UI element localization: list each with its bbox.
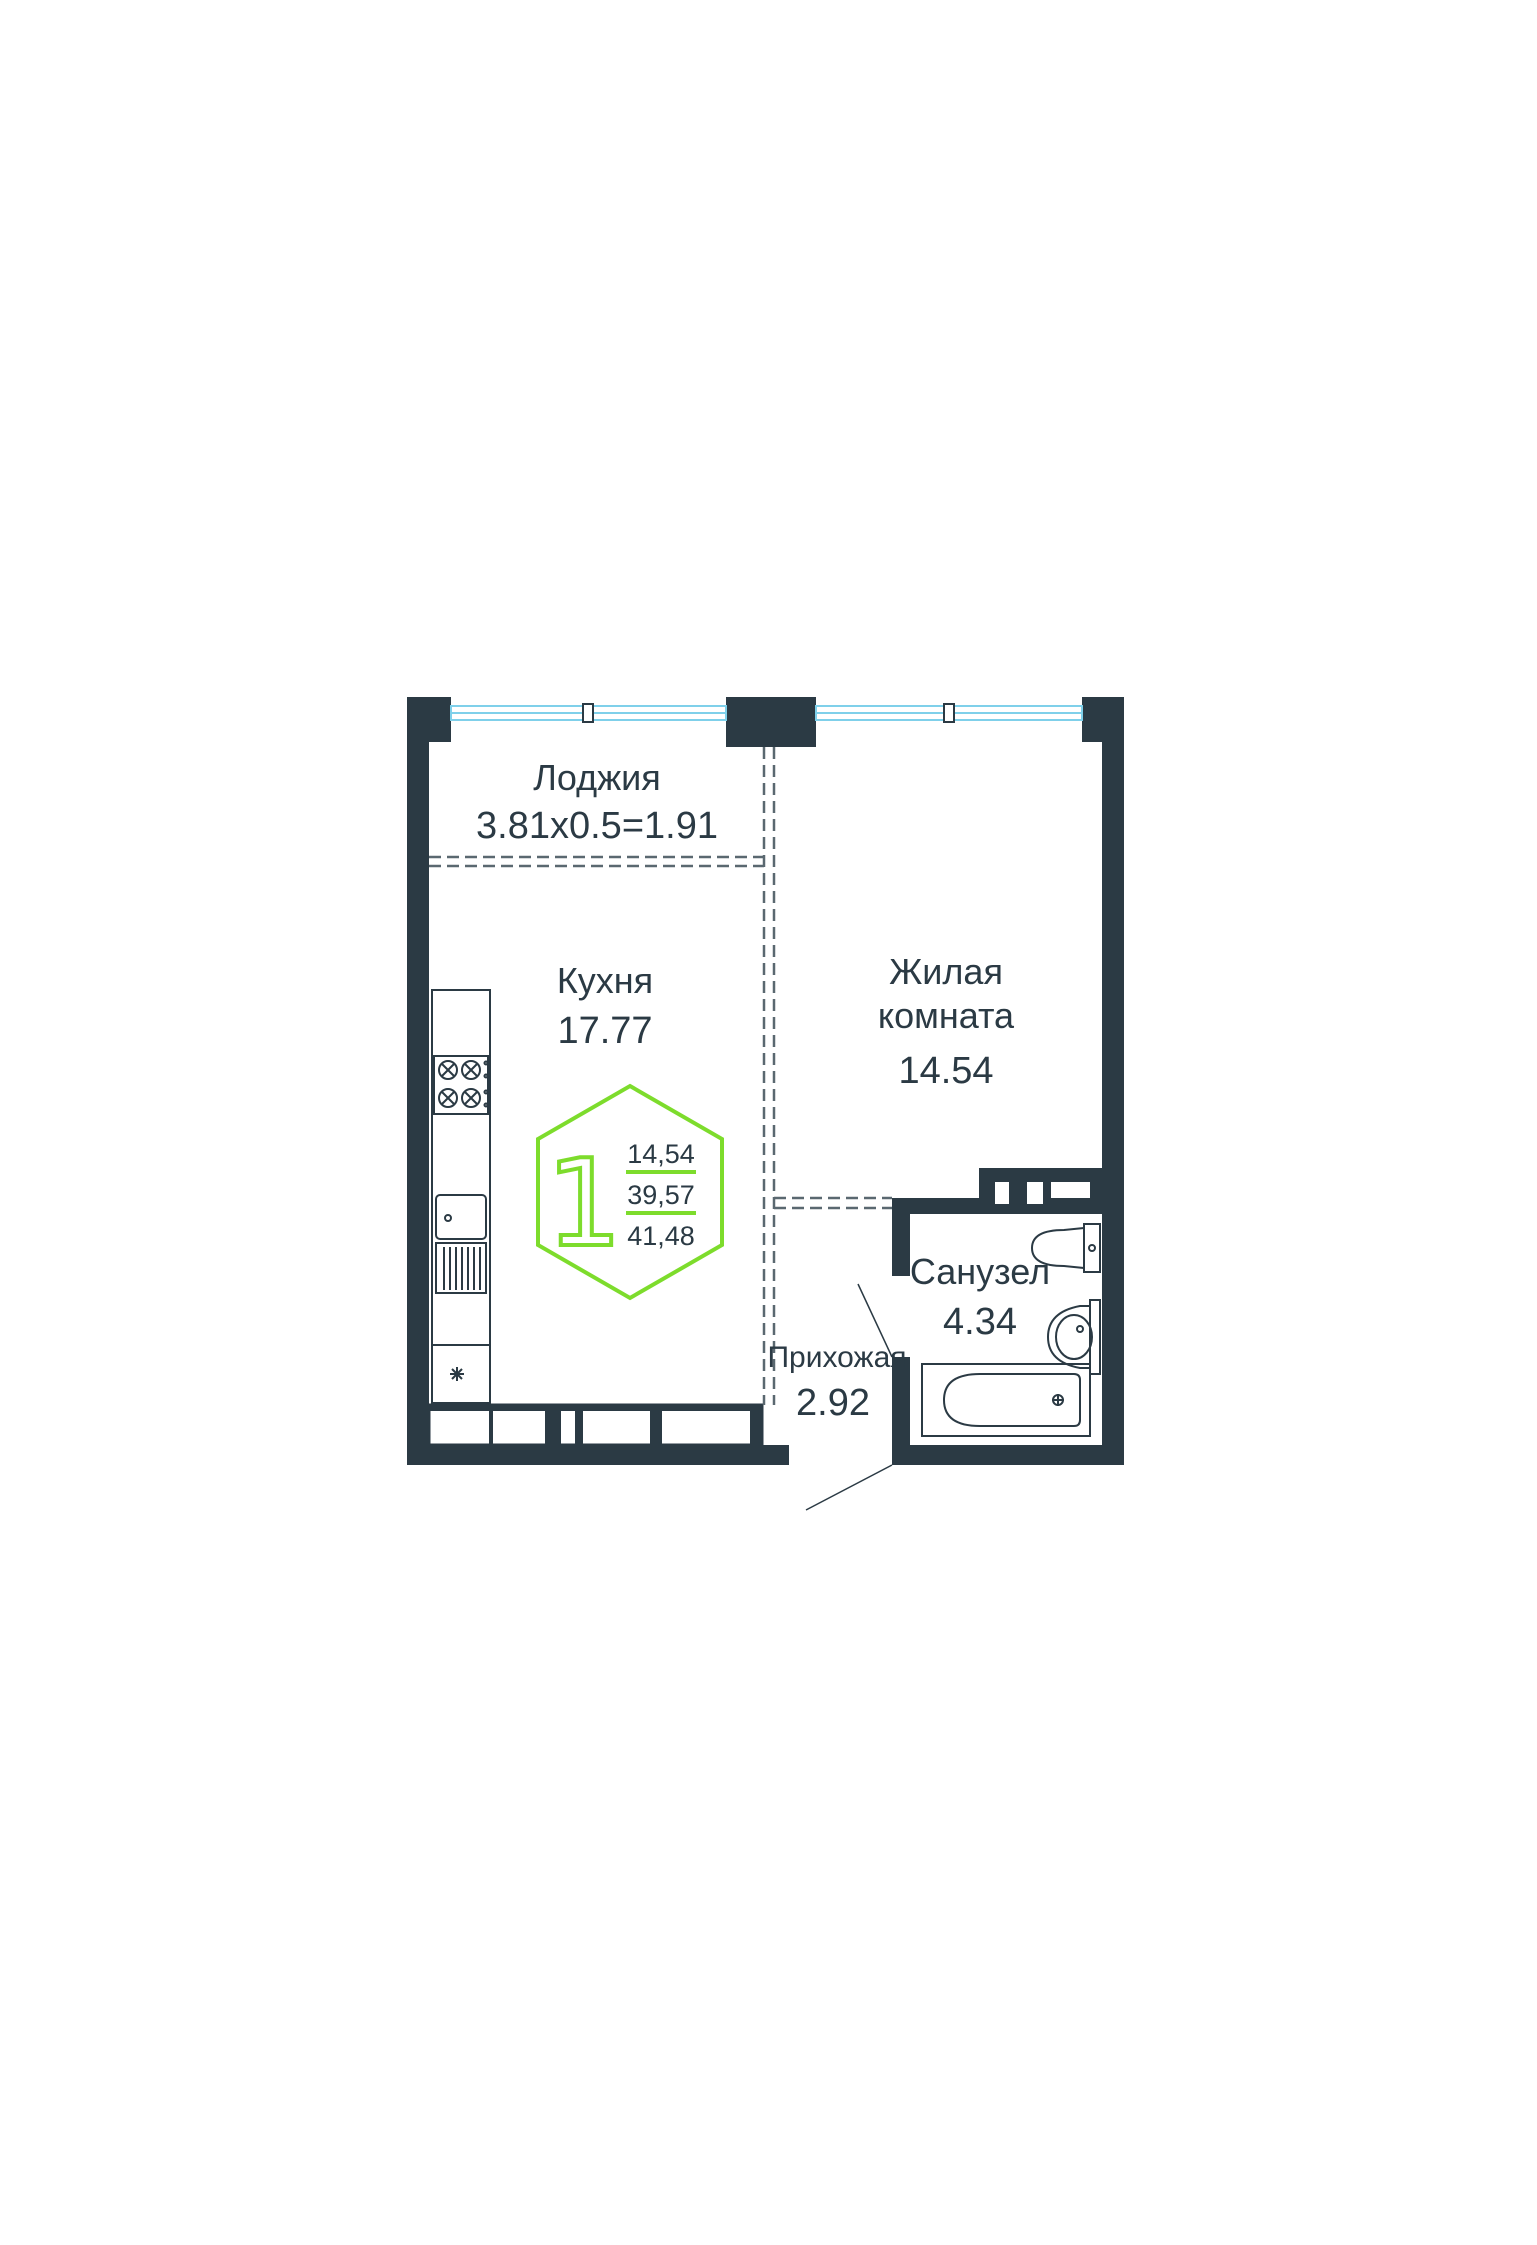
door-lines bbox=[805, 1283, 893, 1511]
wall-pillar-top-ext bbox=[726, 697, 816, 711]
wall-bottom-left bbox=[407, 1445, 789, 1465]
wall-right bbox=[1102, 697, 1124, 1465]
apartment-badge: 1 14,54 39,57 41,48 bbox=[536, 1083, 724, 1301]
wall-bath-right-extension bbox=[1090, 1182, 1124, 1200]
sink-icon bbox=[435, 1194, 487, 1240]
wall-bottom-seg-3 bbox=[545, 1408, 561, 1448]
wall-bottom-seg-5 bbox=[650, 1408, 662, 1448]
wall-left-top-cap bbox=[407, 697, 451, 742]
living-name-line1: Жилая bbox=[889, 951, 1003, 992]
badge-rooms-count: 1 bbox=[546, 1135, 622, 1274]
hallway-name: Прихожая bbox=[767, 1341, 906, 1374]
wall-bath-top-riser-2 bbox=[1051, 1168, 1124, 1182]
wall-left bbox=[407, 697, 429, 1465]
kitchen-area: 17.77 bbox=[557, 1010, 652, 1052]
walls bbox=[407, 697, 1124, 1465]
badge-total-with-loggia: 41,48 bbox=[627, 1221, 695, 1251]
stove-icon bbox=[433, 1055, 489, 1115]
zone-dividers bbox=[429, 747, 892, 1405]
entrance-door-leaf bbox=[805, 1464, 893, 1511]
bathroom-area: 4.34 bbox=[943, 1301, 1017, 1343]
wall-bottom-seg-1 bbox=[407, 1405, 429, 1465]
wall-bath-left-lower bbox=[892, 1357, 910, 1465]
badge-living-area: 14,54 bbox=[627, 1139, 695, 1169]
living-area: 14.54 bbox=[898, 1050, 993, 1092]
wall-bath-left-upper bbox=[892, 1198, 910, 1276]
badge-total-area: 39,57 bbox=[627, 1180, 695, 1210]
wall-bottom-right bbox=[892, 1445, 1124, 1465]
wall-bath-top-riser-hole bbox=[995, 1182, 1009, 1204]
bathroom-name: Санузел bbox=[910, 1251, 1050, 1292]
badge-hexagon bbox=[536, 1083, 724, 1301]
wall-bath-top-riser-hole-2 bbox=[1027, 1182, 1043, 1204]
kitchen-fittings bbox=[431, 989, 491, 1404]
toilet-icon bbox=[1030, 1223, 1101, 1273]
fridge-icon bbox=[431, 1344, 491, 1404]
hallway-area: 2.92 bbox=[796, 1382, 870, 1424]
bathtub-icon bbox=[921, 1363, 1091, 1437]
dishwasher-icon bbox=[435, 1242, 487, 1294]
wall-bottom-frame-top bbox=[429, 1405, 762, 1411]
bottom-wall-detail bbox=[427, 1403, 764, 1447]
wall-bottom-seg-2 bbox=[489, 1408, 493, 1448]
bathroom-door-leaf bbox=[857, 1283, 893, 1358]
loggia-area: 3.81x0.5=1.91 bbox=[476, 805, 718, 847]
window-right bbox=[815, 703, 1083, 723]
bathroom-fittings bbox=[921, 1223, 1101, 1437]
loggia-name: Лоджия bbox=[533, 757, 661, 798]
window-left bbox=[450, 703, 727, 723]
kitchen-name: Кухня bbox=[557, 960, 653, 1001]
windows bbox=[450, 703, 1083, 723]
wall-bottom-seg-6 bbox=[750, 1408, 762, 1448]
room-labels: Лоджия 3.81x0.5=1.91 Кухня 17.77 Жилая к… bbox=[476, 757, 1050, 1424]
wall-bottom-seg-4 bbox=[575, 1408, 583, 1448]
kitchen-counter bbox=[431, 989, 491, 1346]
washbasin-icon bbox=[1046, 1299, 1101, 1375]
living-name-line2: комната bbox=[878, 995, 1015, 1036]
